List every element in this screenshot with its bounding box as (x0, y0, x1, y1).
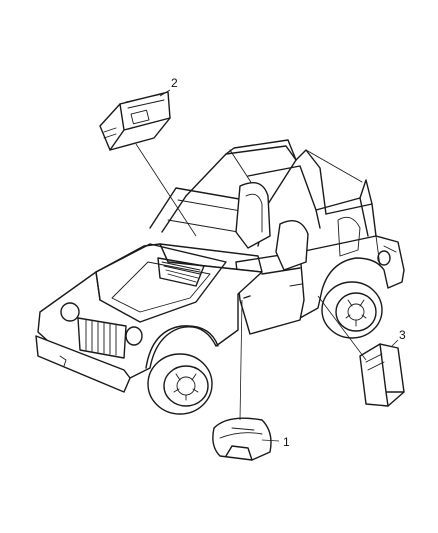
roll-cage (185, 139, 377, 237)
left-headlight (60, 302, 80, 322)
leader-lines (135, 89, 399, 442)
leader-line-2 (159, 89, 171, 97)
grille (77, 317, 127, 359)
rear-wheel (321, 281, 383, 339)
callout-1: 1 (283, 435, 290, 449)
jeep-vehicle (35, 139, 405, 415)
callout-3: 3 (399, 328, 406, 342)
hood-vents (157, 257, 205, 287)
right-headlight (125, 326, 143, 346)
leader-line-2-to-dash (135, 143, 197, 237)
front-bumper (35, 335, 131, 393)
seats (235, 182, 361, 271)
windshield-frame (149, 187, 269, 247)
callout-2: 2 (171, 76, 178, 90)
leader-line-3-to-floor (317, 295, 367, 361)
leader-line-1 (261, 439, 280, 442)
leader-line-3 (391, 339, 399, 347)
passenger-airbag-module (99, 91, 171, 151)
airbag-control-module (359, 343, 405, 407)
front-wheel (147, 353, 213, 415)
leader-line-1-to-wheel (239, 299, 243, 421)
driver-airbag (212, 417, 272, 461)
